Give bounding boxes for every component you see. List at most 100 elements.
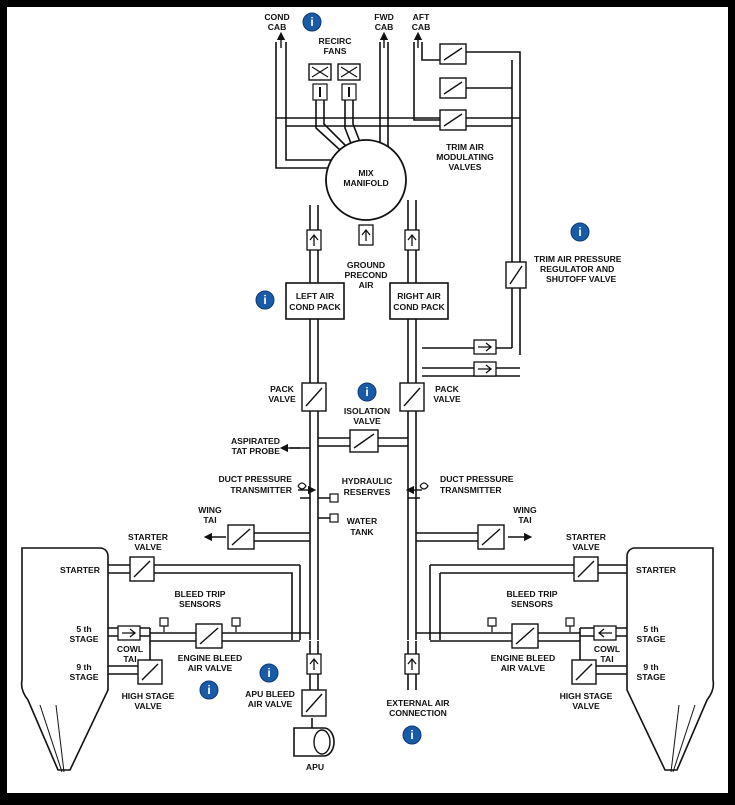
label-cowl-tai-left-2: TAI [123,654,136,664]
label-9th-stage-right-1: 9 th [643,662,658,672]
label-bleed-trip-right-2: SENSORS [511,599,553,609]
label-high-stage-right-1: HIGH STAGE [560,691,613,701]
duct-right-bleed [416,632,580,642]
label-starter-valve-right-2: VALVE [572,542,600,552]
label-starter-valve-left-2: VALVE [134,542,162,552]
label-left-pack-1: LEFT AIR [296,291,335,301]
label-wing-tai-right-2: TAI [518,515,531,525]
label-water-tank-2: TANK [350,527,374,537]
label-cowl-tai-left-1: COWL [117,644,143,654]
labels: COND CAB RECIRC FANS FWD CAB AFT CAB TRI… [60,12,677,772]
label-high-stage-right-2: VALVE [572,701,600,711]
label-cowl-tai-right-2: TAI [600,654,613,664]
info-icon-external-air[interactable]: i [402,725,422,745]
label-dpt-left-1: DUCT PRESSURE [218,474,292,484]
label-aspirated-tat-1: ASPIRATED [231,436,280,446]
sensors [159,482,575,632]
label-dpt-right-1: DUCT PRESSURE [440,474,514,484]
trim-air-valves [439,43,467,131]
label-high-stage-left-1: HIGH STAGE [122,691,175,701]
info-icon-packs[interactable]: i [255,290,275,310]
label-starter-left: STARTER [60,565,101,575]
water-tank-tap [329,513,339,523]
info-icon-engine-bleed[interactable]: i [199,680,219,700]
label-bleed-trip-right-1: BLEED TRIP [506,589,557,599]
label-water-tank-1: WATER [347,516,378,526]
label-hydraulic-2: RESERVES [344,487,391,497]
label-trim-valves-1: TRIM AIR [446,142,485,152]
label-9th-stage-right-2: STAGE [637,672,666,682]
label-aft-cab-2: CAB [412,22,431,32]
check-valves [117,224,617,675]
bleed-trip-sensor-r2 [565,617,575,632]
duct-aft-cab [413,42,440,121]
svg-text:i: i [267,666,270,680]
info-icon-apu[interactable]: i [259,663,279,683]
label-starter-valve-right-1: STARTER [566,532,607,542]
label-external-air-1: EXTERNAL AIR [386,698,450,708]
duct-left-wing-tai [252,532,310,542]
duct-pressure-transmitter-left [297,482,307,490]
label-trim-valves-2: MODULATING [436,152,494,162]
svg-text:i: i [365,385,368,399]
label-ground-precond-1: GROUND [347,260,385,270]
label-mix-manifold-2: MANIFOLD [343,178,388,188]
label-recirc-fans-2: FANS [324,46,347,56]
hydraulic-reserves-tap [329,493,339,503]
svg-text:i: i [410,728,413,742]
label-wing-tai-right-1: WING [513,505,537,515]
apu-unit [293,718,335,757]
label-high-stage-left-2: VALVE [134,701,162,711]
right-air-cond-pack [389,282,449,320]
label-ground-precond-3: AIR [359,280,375,290]
label-isolation-valve-2: VALVE [353,416,381,426]
label-aspirated-tat-2: TAT PROBE [232,446,281,456]
label-9th-stage-left-1: 9 th [76,662,91,672]
butterfly-valves [129,382,599,717]
label-fwd-cab-1: FWD [374,12,394,22]
label-external-air-2: CONNECTION [389,708,447,718]
label-left-pack-2: COND PACK [289,302,341,312]
label-engine-bleed-left-2: AIR VALVE [188,663,233,673]
flow-arrows [203,31,533,542]
label-apu: APU [306,762,324,772]
info-icon-trim-prsov[interactable]: i [570,222,590,242]
label-hydraulic-1: HYDRAULIC [342,476,393,486]
label-recirc-fans-1: RECIRC [319,36,352,46]
left-air-cond-pack [285,282,345,320]
label-bleed-trip-left-2: SENSORS [179,599,221,609]
label-trim-valves-3: VALVES [448,162,481,172]
bleed-trip-sensor-l2 [231,617,241,632]
info-icon-cabin[interactable]: i [302,12,322,32]
info-icon-isolation[interactable]: i [357,382,377,402]
label-right-pack-1: RIGHT AIR [397,291,441,301]
label-pack-valve-left-2: VALVE [268,394,296,404]
bleed-trip-sensor-r1 [487,617,497,632]
label-pack-valve-left-1: PACK [270,384,295,394]
label-engine-bleed-right-2: AIR VALVE [501,663,546,673]
label-wing-tai-left-2: TAI [203,515,216,525]
label-fwd-cab-2: CAB [375,22,394,32]
label-right-pack-2: COND PACK [393,302,445,312]
label-starter-valve-left-1: STARTER [128,532,169,542]
label-starter-right: STARTER [636,565,677,575]
info-icons: i i i i i i i [199,12,590,745]
label-trim-prsov-2: REGULATOR AND [540,264,614,274]
label-pack-valve-right-1: PACK [435,384,460,394]
label-apu-bleed-1: APU BLEED [245,689,295,699]
label-5th-stage-right-2: STAGE [637,634,666,644]
label-apu-bleed-2: AIR VALVE [248,699,293,709]
label-engine-bleed-right-1: ENGINE BLEED [491,653,555,663]
duct-right-wing-tai [416,532,478,542]
svg-text:i: i [310,15,313,29]
recirc-fan-left [308,63,332,101]
label-ground-precond-2: PRECOND [345,270,388,280]
label-dpt-right-2: TRANSMITTER [440,485,502,495]
label-cond-cab-2: CAB [268,22,287,32]
label-cowl-tai-right-1: COWL [594,644,620,654]
label-5th-stage-left-2: STAGE [70,634,99,644]
label-pack-valve-right-2: VALVE [433,394,461,404]
label-isolation-valve-1: ISOLATION [344,406,390,416]
